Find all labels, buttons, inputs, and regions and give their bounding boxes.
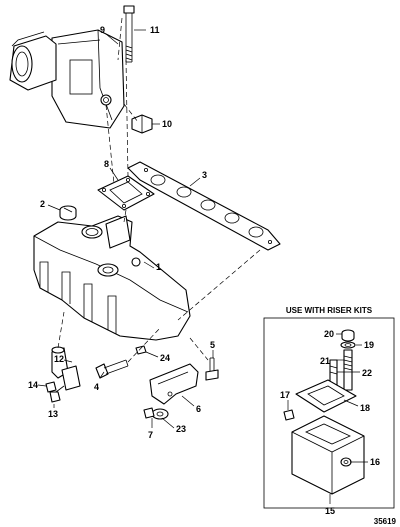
callout-5: 5 — [210, 340, 215, 350]
part-1-exhaust-manifold — [33, 215, 191, 341]
callout-17: 17 — [280, 390, 290, 400]
callout-21: 21 — [320, 356, 330, 366]
callout-1: 1 — [156, 262, 161, 272]
callout-23: 23 — [176, 424, 186, 434]
callout-16: 16 — [370, 457, 380, 467]
part-20-bolt-head — [341, 329, 355, 342]
part-17-plug — [283, 409, 295, 421]
callout-7: 7 — [148, 430, 153, 440]
callout-22: 22 — [362, 368, 372, 378]
part-5-stud — [205, 357, 219, 381]
part-9-elbow — [9, 29, 125, 129]
part-18-riser-gasket — [295, 379, 357, 413]
callout-6: 6 — [196, 404, 201, 414]
part-16-plug — [340, 457, 352, 467]
part-10-plug — [131, 114, 153, 134]
part-14-nut — [45, 381, 57, 393]
part-24-nut — [135, 345, 147, 355]
callout-15: 15 — [325, 506, 335, 516]
riser-kit-inset: USE WITH RISER KITS — [263, 306, 395, 509]
callout-20: 20 — [324, 329, 334, 339]
part-8-gasket — [97, 175, 155, 211]
callout-10: 10 — [162, 119, 172, 129]
figure-number: 35619 — [374, 517, 397, 526]
callout-2: 2 — [40, 199, 45, 209]
callout-19: 19 — [364, 340, 374, 350]
callout-13: 13 — [48, 409, 58, 419]
part-19-washer — [340, 341, 356, 349]
part-7-nut — [143, 407, 155, 419]
leader-lines — [37, 29, 368, 504]
callout-8: 8 — [104, 159, 109, 169]
part-3-manifold-gasket — [127, 161, 281, 251]
part-23-washer — [151, 408, 169, 420]
callouts: 9 11 10 8 3 2 1 12 14 13 4 24 5 6 7 23 2… — [28, 25, 380, 516]
callout-14: 14 — [28, 380, 38, 390]
part-4-bolt — [95, 359, 129, 379]
part-12-elbow-fitting — [51, 346, 81, 391]
part-11-bolt — [123, 5, 135, 63]
part-21-stud — [343, 349, 353, 391]
callout-24: 24 — [160, 353, 170, 363]
alignment-lines — [57, 17, 261, 363]
part-15-riser-block — [291, 415, 365, 495]
inset-title: USE WITH RISER KITS — [286, 306, 373, 315]
part-6-bracket — [149, 363, 199, 405]
callout-12: 12 — [54, 354, 64, 364]
callout-9: 9 — [100, 25, 105, 35]
callout-18: 18 — [360, 403, 370, 413]
callout-11: 11 — [150, 25, 160, 35]
callout-3: 3 — [202, 170, 207, 180]
part-13-petcock — [49, 385, 65, 403]
part-2-plug — [59, 205, 77, 221]
callout-4: 4 — [94, 382, 99, 392]
